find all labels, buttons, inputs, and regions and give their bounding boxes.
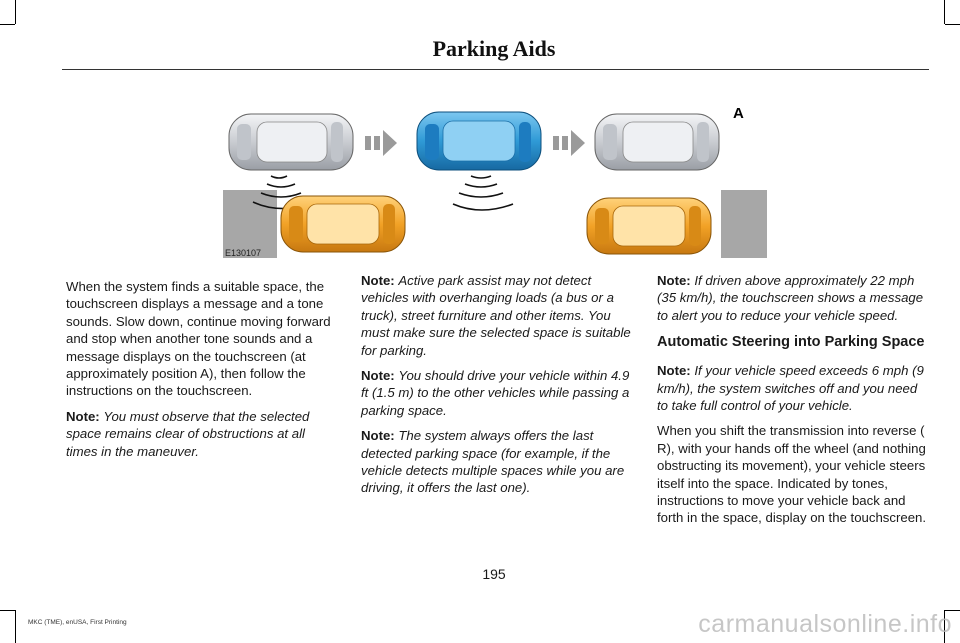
column-2: Note: Active park assist may not detect … bbox=[361, 272, 633, 505]
body-paragraph: When you shift the transmission into rev… bbox=[657, 423, 927, 526]
watermark: carmanualsonline.info bbox=[698, 610, 952, 638]
crop-mark bbox=[945, 610, 960, 611]
footer-text: MKC (TME), enUSA, First Printing bbox=[28, 619, 127, 626]
parking-illustration: A E130107 bbox=[223, 105, 767, 258]
figure-code: E130107 bbox=[225, 248, 261, 258]
parked-car-silver-left bbox=[228, 113, 354, 171]
callout-a: A bbox=[733, 105, 744, 122]
note-text: You should drive your vehicle within 4.9… bbox=[361, 368, 630, 418]
column-3: Note: If driven above approximately 22 m… bbox=[657, 272, 929, 535]
note-label: Note: bbox=[361, 273, 395, 288]
sensor-wave-icon bbox=[452, 175, 514, 211]
crop-mark bbox=[944, 610, 945, 643]
parked-car-orange-right bbox=[586, 197, 712, 255]
note: Note: The system always offers the last … bbox=[361, 427, 633, 497]
crop-mark bbox=[944, 0, 945, 24]
note-label: Note: bbox=[361, 368, 395, 384]
header-rule bbox=[62, 69, 929, 70]
note-label: Note: bbox=[657, 273, 691, 288]
note: Note: You must observe that the selected… bbox=[66, 408, 338, 460]
curb-block-right bbox=[721, 190, 767, 258]
user-car-blue bbox=[416, 111, 542, 171]
arrow-right-icon bbox=[553, 130, 585, 156]
column-1: When the system finds a suitable space, … bbox=[66, 278, 338, 468]
crop-mark bbox=[0, 610, 15, 611]
note-label: Note: bbox=[66, 408, 100, 424]
crop-mark bbox=[945, 24, 960, 25]
section-heading: Automatic Steering into Parking Space bbox=[657, 334, 925, 351]
note: Note: If driven above approximately 22 m… bbox=[657, 272, 929, 324]
note-text: Active park assist may not detect vehicl… bbox=[361, 273, 631, 358]
note: Note: If your vehicle speed exceeds 6 mp… bbox=[657, 362, 929, 414]
note: Note: You should drive your vehicle with… bbox=[361, 367, 633, 419]
crop-mark bbox=[0, 24, 15, 25]
parked-car-silver-right bbox=[594, 113, 720, 171]
note-text: If your vehicle speed exceeds 6 mph (9 k… bbox=[657, 363, 924, 414]
note-label: Note: bbox=[361, 428, 395, 444]
page-number: 195 bbox=[482, 566, 506, 582]
note-text: You must observe that the selected space… bbox=[66, 408, 310, 459]
crop-mark bbox=[15, 610, 16, 643]
note: Note: Active park assist may not detect … bbox=[361, 272, 633, 359]
note-text: The system always offers the last detect… bbox=[361, 428, 625, 496]
curb-block-left bbox=[223, 190, 277, 258]
body-paragraph: When the system finds a suitable space, … bbox=[66, 279, 331, 399]
crop-mark bbox=[15, 0, 16, 24]
note-label: Note: bbox=[657, 363, 691, 379]
parked-car-orange-left bbox=[280, 195, 406, 253]
page-title: Parking Aids bbox=[432, 36, 556, 61]
note-text: If driven above approximately 22 mph (35… bbox=[657, 273, 924, 323]
arrow-right-icon bbox=[365, 130, 397, 156]
